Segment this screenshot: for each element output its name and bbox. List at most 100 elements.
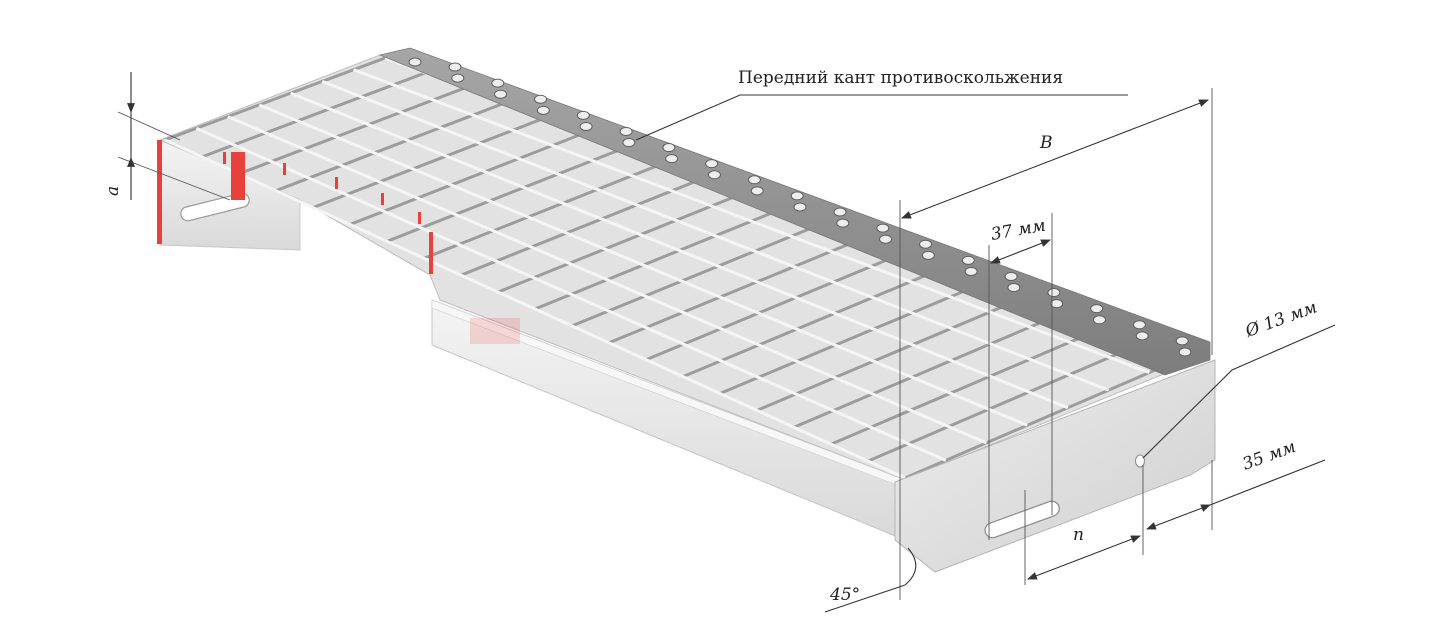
- grid-bearing-bar: [227, 115, 988, 445]
- strip-hole: [1004, 271, 1018, 281]
- cut-marker-1: [157, 140, 162, 244]
- grid-crossbar: [830, 323, 1111, 446]
- strip-hole: [793, 202, 807, 212]
- front-edge-label: Передний кант противоскольжения: [738, 68, 1063, 88]
- grid-crossbar: [608, 234, 869, 345]
- grid-crossbar: [312, 116, 547, 209]
- grid-crossbar: [423, 160, 668, 260]
- grid-crossbar: [867, 338, 1151, 463]
- cut-marker-5: [335, 177, 338, 189]
- grating-grid: [164, 56, 1191, 480]
- grid-bearing-bar: [164, 138, 906, 480]
- grid-crossbar: [460, 175, 708, 277]
- grid-bearing-bar: [290, 91, 1069, 410]
- diameter-leader: [1142, 324, 1336, 459]
- strip-hole: [964, 266, 978, 276]
- strip-hole: [622, 138, 636, 148]
- cut-marker-4: [283, 163, 286, 175]
- strip-hole: [1178, 347, 1192, 357]
- left-slot: [180, 192, 250, 222]
- strip-hole: [1175, 336, 1189, 346]
- strip-hole: [1092, 315, 1106, 325]
- edge-dimension-tail: [1209, 459, 1326, 506]
- strip-hole: [576, 110, 590, 120]
- strip-hole: [619, 126, 633, 136]
- a-ext-top: [117, 111, 181, 141]
- grid-crossbar: [497, 190, 748, 294]
- strip-hole: [879, 234, 893, 244]
- strip-hole: [491, 78, 505, 88]
- pitch-label: 37 мм: [989, 216, 1047, 245]
- angle-leader: [824, 584, 906, 613]
- strip-hole: [961, 255, 975, 265]
- strip-hole: [750, 186, 764, 196]
- strip-hole: [876, 223, 890, 233]
- strip-hole: [494, 89, 508, 99]
- grid-bearing-bar: [353, 68, 1150, 374]
- grid-bearing-bar: [195, 126, 947, 462]
- strip-hole: [836, 218, 850, 228]
- strip-hole: [1007, 283, 1021, 293]
- cut-marker-7: [418, 212, 421, 224]
- grid-crossbar: [238, 86, 467, 176]
- b-label: B: [1039, 133, 1053, 153]
- cut-marker-2: [231, 152, 245, 200]
- grid-bearing-bar: [321, 80, 1110, 392]
- strip-hole: [534, 94, 548, 104]
- end-plate: [894, 359, 1216, 573]
- grid-crossbar: [164, 56, 386, 142]
- strip-hole: [921, 250, 935, 260]
- strip-hole: [707, 170, 721, 180]
- strip-hole: [919, 239, 933, 249]
- grid-crossbar: [756, 294, 1030, 412]
- angle-arc: [904, 547, 917, 586]
- strip-hole: [1050, 299, 1064, 309]
- end-hole: [1134, 454, 1146, 468]
- grid-crossbar: [645, 249, 909, 362]
- angle-label: 45°: [829, 585, 860, 605]
- strip-hole: [747, 175, 761, 185]
- diameter-label: Ø 13 мм: [1242, 297, 1320, 342]
- edge-dimension-line: [1146, 504, 1211, 530]
- front-edge-leader: [635, 94, 1128, 141]
- strip-hole: [662, 143, 676, 153]
- cut-marker-6: [381, 193, 384, 205]
- strip-hole: [790, 191, 804, 201]
- grid-bearing-bar: [258, 103, 1028, 427]
- strip-hole: [833, 207, 847, 217]
- grid-crossbar: [386, 145, 628, 243]
- strip-hole: [1090, 304, 1104, 314]
- n-dimension-line: [1027, 535, 1141, 580]
- a-label: a: [103, 186, 123, 196]
- grid-crossbar: [349, 130, 587, 226]
- a-ext-bottom: [117, 156, 231, 201]
- strip-hole: [1135, 331, 1149, 341]
- grid-crossbar: [682, 264, 950, 378]
- pitch-dimension-line: [990, 239, 1051, 264]
- red-tint: [470, 318, 520, 344]
- grid-crossbar: [534, 205, 789, 311]
- strip-holes: [408, 57, 1192, 357]
- edge-distance-label: 35 мм: [1240, 437, 1299, 475]
- b-dimension-line: [901, 99, 1209, 219]
- strip-hole: [705, 159, 719, 169]
- grid-crossbar: [201, 71, 426, 159]
- strip-hole: [579, 121, 593, 131]
- grid-crossbar: [719, 279, 990, 395]
- n-label: n: [1073, 525, 1084, 545]
- strip-hole: [448, 62, 462, 72]
- cut-marker-3: [223, 152, 226, 164]
- strip-hole: [408, 57, 422, 67]
- cut-marker-8: [429, 232, 433, 274]
- grid-crossbar: [793, 309, 1070, 429]
- strip-hole: [451, 73, 465, 83]
- strip-hole: [665, 154, 679, 164]
- strip-hole: [536, 105, 550, 115]
- grid-crossbar: [275, 101, 507, 193]
- strip-hole: [1047, 288, 1061, 298]
- cut-markers: [157, 140, 433, 274]
- strip-hole: [1132, 320, 1146, 330]
- grid-crossbar: [904, 353, 1191, 480]
- grid-crossbar: [571, 219, 829, 328]
